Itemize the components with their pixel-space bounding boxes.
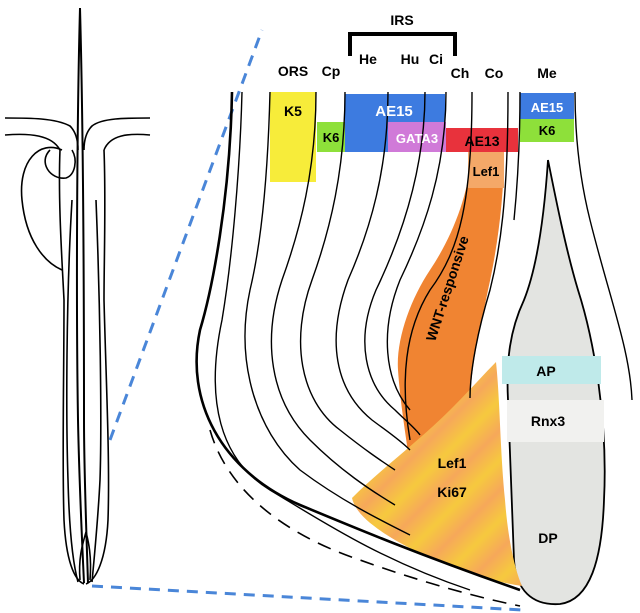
- marker-k5: K5: [284, 103, 302, 119]
- marker-ae15-me: AE15: [531, 100, 564, 115]
- layer-lines: [214, 91, 633, 591]
- marker-k6-me: K6: [539, 123, 556, 138]
- marker-ae13: AE13: [464, 133, 499, 149]
- ap-label: AP: [536, 363, 555, 379]
- layer-label-hu: Hu: [401, 51, 420, 67]
- ap-band: [502, 356, 601, 384]
- irs-label: IRS: [390, 12, 413, 28]
- gata3-band: [388, 122, 446, 152]
- layer-label-he: He: [359, 51, 377, 67]
- wnt-responsive-region: [397, 152, 504, 452]
- marker-gata3: GATA3: [396, 131, 438, 146]
- dp-label: DP: [538, 530, 557, 546]
- irs-bracket: [348, 32, 457, 56]
- k6-cp-band: [317, 122, 345, 152]
- lef1-top-band: [468, 152, 504, 188]
- layer-label-ci: Ci: [429, 51, 443, 67]
- k5-band: [270, 92, 316, 182]
- marker-k6-cp: K6: [323, 130, 340, 145]
- layer-label-cp: Cp: [322, 63, 341, 79]
- matrix-label-ki67: Ki67: [437, 484, 467, 500]
- ae13-band: [446, 128, 518, 152]
- rnx3-band: [507, 400, 604, 442]
- basement-membrane: [195, 91, 521, 592]
- whole-follicle-sketch: [4, 7, 151, 585]
- magnification-guides: [91, 29, 523, 612]
- layer-label-co: Co: [485, 65, 504, 81]
- layer-label-ch: Ch: [451, 65, 470, 81]
- rnx3-label: Rnx3: [531, 413, 565, 429]
- marker-bands: [270, 92, 574, 182]
- marker-ae15-irs: AE15: [375, 103, 413, 120]
- ae15-me-band: [520, 93, 574, 119]
- matrix-label-lef1: Lef1: [438, 455, 467, 471]
- k6-me-band: [520, 119, 574, 142]
- marker-lef1-top: Lef1: [473, 164, 500, 179]
- matrix-region: [352, 362, 522, 586]
- layer-label-me: Me: [537, 65, 557, 81]
- layer-label-ors: ORS: [278, 63, 308, 79]
